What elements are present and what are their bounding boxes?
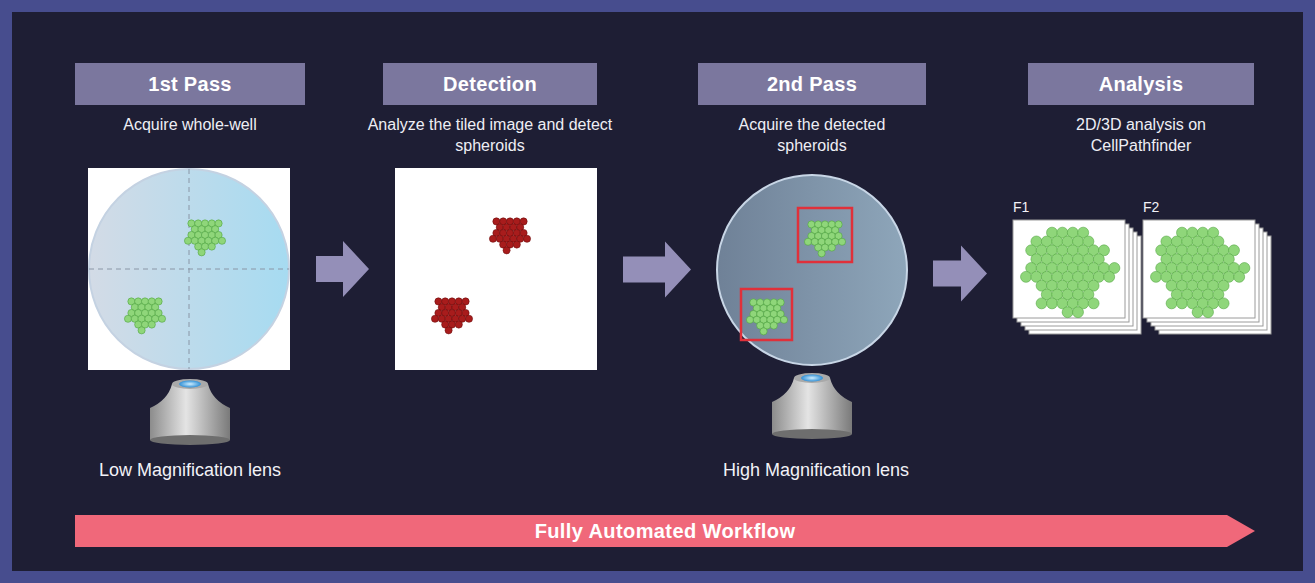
step-title: Detection <box>443 73 537 96</box>
workflow-band: Fully Automated Workflow <box>75 515 1255 547</box>
flow-arrow <box>623 242 691 298</box>
flow-arrow <box>933 246 987 302</box>
frame-label: F2 <box>1143 199 1159 215</box>
whole-well-image <box>88 168 290 370</box>
step-column: Analysis2D/3D analysis on CellPathfinder <box>1028 63 1254 105</box>
step-description: Analyze the tiled image and detect spher… <box>335 115 645 157</box>
step-header: Analysis <box>1028 63 1254 105</box>
step-description: 2D/3D analysis on CellPathfinder <box>1036 115 1246 157</box>
background-panel <box>12 12 1303 571</box>
frame-label: F1 <box>1013 199 1029 215</box>
step-column: DetectionAnalyze the tiled image and det… <box>383 63 597 105</box>
step-title: 1st Pass <box>148 73 232 96</box>
step-header: 1st Pass <box>75 63 305 105</box>
objective-lens <box>772 373 852 439</box>
step-description: Acquire the detected spheroids <box>722 115 902 157</box>
lens-label: High Magnification lens <box>723 460 909 481</box>
step-title: Analysis <box>1099 73 1184 96</box>
lens-label: Low Magnification lens <box>99 460 281 481</box>
band-title: Fully Automated Workflow <box>535 520 796 543</box>
flow-arrow <box>316 241 369 297</box>
step-column: 2nd PassAcquire the detected spheroids <box>698 63 926 105</box>
step-title: 2nd Pass <box>767 73 857 96</box>
second-pass-image <box>717 175 907 365</box>
step-header: 2nd Pass <box>698 63 926 105</box>
objective-lens <box>150 379 230 445</box>
step-header: Detection <box>383 63 597 105</box>
step-column: 1st PassAcquire whole-well <box>75 63 305 105</box>
detection-image <box>395 168 597 370</box>
step-description: Acquire whole-well <box>60 115 320 136</box>
image-stacks <box>1013 220 1271 334</box>
